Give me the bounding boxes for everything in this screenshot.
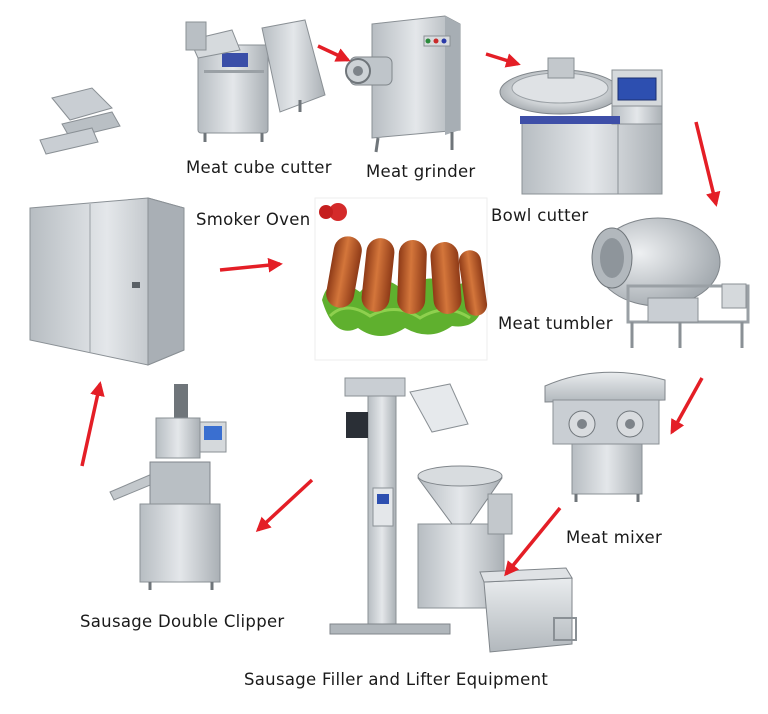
label-meat-tumbler: Meat tumbler: [498, 314, 613, 333]
arrow-bowl-to-tumbler: [694, 121, 721, 207]
label-smoker-oven: Smoker Oven: [196, 210, 311, 229]
label-meat-mixer: Meat mixer: [566, 528, 663, 547]
meat-tumbler-machine: [591, 217, 750, 348]
smoker-oven-machine: [29, 87, 185, 366]
process-arrows: [80, 44, 721, 577]
meat-grinder-machine: [345, 15, 461, 153]
arrow-cube-to-grinder: [317, 44, 351, 62]
arrow-grinder-to-bowl: [485, 52, 521, 68]
label-meat-cube-cutter: Meat cube cutter: [186, 158, 332, 177]
arrow-clipper-to-smoker: [80, 381, 105, 467]
label-bowl-cutter: Bowl cutter: [491, 206, 589, 225]
meat-mixer-machine: [544, 371, 666, 502]
sausage-filler-lifter-machine: [329, 377, 577, 653]
arrow-tumbler-to-mixer: [670, 377, 704, 435]
label-sausage-double-clipper: Sausage Double Clipper: [80, 612, 285, 631]
meat-cube-cutter-machine: [185, 19, 326, 142]
arrow-mixer-to-filler: [504, 506, 562, 577]
arrow-smoker-to-product: [219, 257, 283, 273]
sausage-product-image: [314, 197, 488, 361]
bowl-cutter-machine: [499, 57, 663, 195]
label-sausage-filler-lifter: Sausage Filler and Lifter Equipment: [244, 670, 549, 689]
sausage-double-clipper-machine: [109, 384, 227, 590]
label-meat-grinder: Meat grinder: [366, 162, 476, 181]
arrow-filler-to-clipper: [255, 478, 314, 532]
